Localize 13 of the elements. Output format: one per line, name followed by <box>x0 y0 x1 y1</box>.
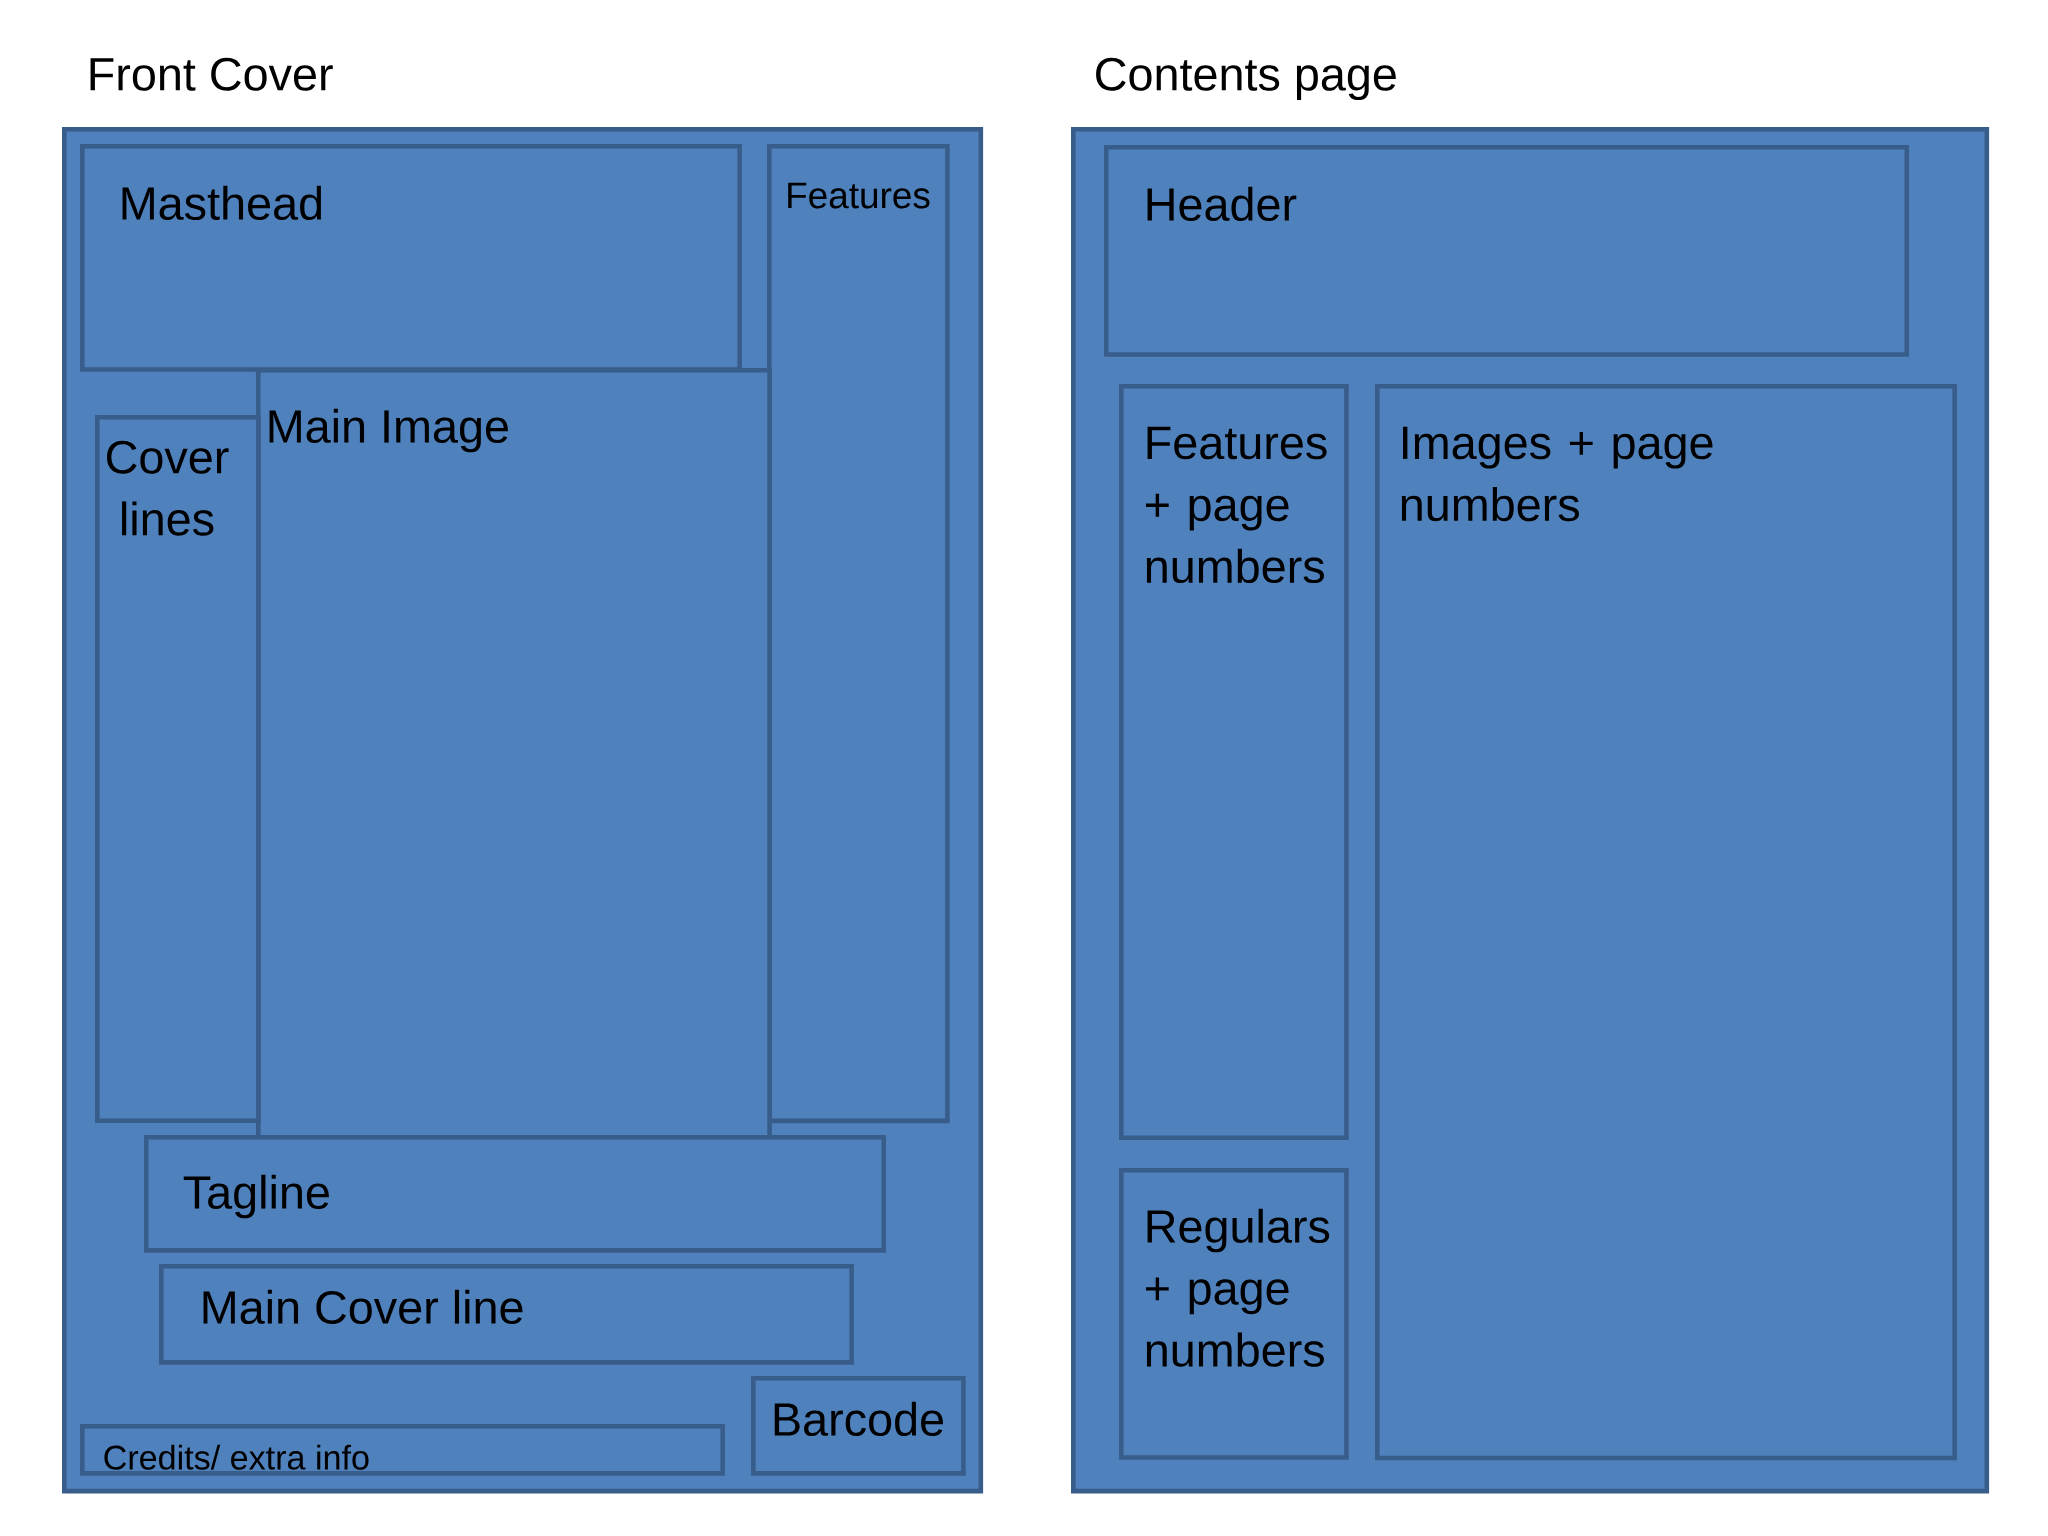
panel-heading: Front Cover <box>90 57 333 91</box>
layout-box: Masthead <box>80 144 742 372</box>
layout-box: Features + page numbers <box>1119 384 1349 1140</box>
layout-box: Cover lines <box>95 415 261 1123</box>
layout-box: Images + page numbers <box>1375 384 1957 1461</box>
layout-box: Credits/ extra info <box>80 1424 725 1476</box>
layout-box: Header <box>1104 145 1910 357</box>
panel-heading: Contents page <box>1096 57 1396 101</box>
layout-box: Main Cover line <box>159 1264 854 1365</box>
layout-box: Regulars + page numbers <box>1119 1168 1349 1460</box>
layout-box: Tagline <box>144 1135 886 1253</box>
layout-box: Features <box>767 144 950 1124</box>
layout-box: Barcode <box>751 1376 966 1476</box>
